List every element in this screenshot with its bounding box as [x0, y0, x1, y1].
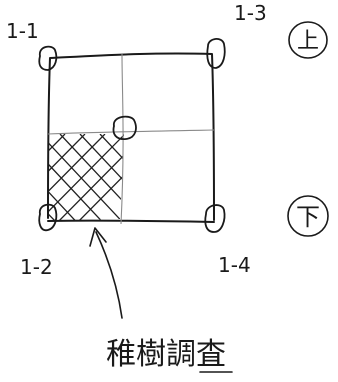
label-1-2: 1-2	[20, 255, 53, 279]
vertical-divider	[120, 53, 124, 225]
down-direction-marker: 下	[287, 195, 329, 237]
horizontal-divider	[47, 129, 215, 135]
marker-top-right	[206, 38, 226, 69]
label-1-1: 1-1	[6, 19, 39, 43]
plot-outline	[47, 52, 215, 223]
down-label: 下	[296, 203, 320, 231]
marker-bottom-left	[38, 203, 58, 232]
arrow-head	[89, 227, 107, 247]
marker-bottom-right	[204, 204, 226, 233]
marker-center	[112, 115, 137, 140]
up-direction-marker: 上	[288, 21, 328, 59]
arrow-shaft	[95, 231, 123, 319]
label-1-4: 1-4	[218, 253, 251, 277]
label-1-3: 1-3	[234, 1, 267, 25]
marker-top-left	[38, 45, 58, 71]
survey-area-hatching	[48, 134, 124, 221]
caption: 稚樹調査	[106, 337, 226, 372]
up-label: 上	[297, 29, 319, 54]
